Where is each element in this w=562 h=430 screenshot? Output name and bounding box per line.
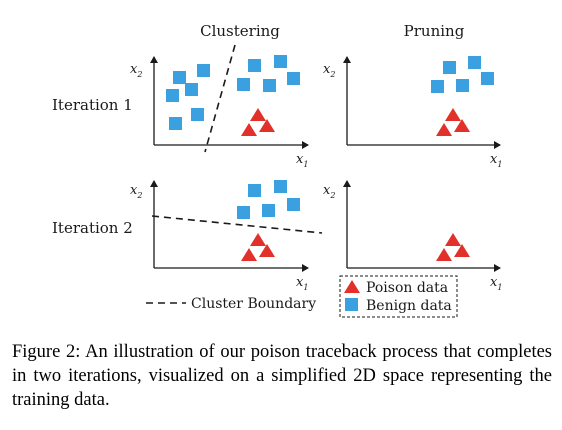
poison-point	[445, 108, 461, 121]
benign-point	[287, 72, 300, 85]
benign-point	[468, 56, 481, 69]
benign-point	[443, 61, 456, 74]
poison-cluster	[436, 108, 470, 136]
poison-point	[241, 248, 257, 261]
panel-iteration2-pruning: x2 x1	[323, 180, 502, 292]
benign-point	[481, 72, 494, 85]
benign-cluster	[431, 56, 494, 93]
poison-point	[259, 244, 275, 257]
benign-point	[191, 108, 204, 121]
legend-benign-label: Benign data	[366, 298, 452, 314]
poison-cluster	[436, 233, 470, 261]
benign-point	[262, 204, 275, 217]
benign-point	[456, 79, 469, 92]
benign-point	[274, 180, 287, 193]
x-axis-label: x1	[490, 275, 502, 292]
poison-point	[436, 248, 452, 261]
y-axis-label: x2	[323, 183, 335, 200]
benign-point	[166, 89, 179, 102]
row-label-iteration-2: Iteration 2	[52, 219, 133, 237]
boundary-legend-label: Cluster Boundary	[191, 296, 316, 312]
benign-cluster	[237, 180, 300, 219]
x-axis-label: x1	[490, 152, 502, 169]
benign-point	[263, 79, 276, 92]
data-legend: Poison data Benign data	[339, 275, 458, 318]
column-title-clustering: Clustering	[200, 22, 280, 40]
poison-cluster	[241, 233, 275, 261]
boundary-legend: Cluster Boundary	[146, 296, 316, 312]
column-title-pruning: Pruning	[404, 22, 465, 40]
benign-point	[237, 206, 250, 219]
poison-point	[436, 123, 452, 136]
legend-poison-marker	[344, 280, 360, 293]
poison-point	[454, 119, 470, 132]
legend-benign-marker	[345, 298, 358, 311]
benign-point	[274, 55, 287, 68]
benign-point	[185, 83, 198, 96]
poison-point	[250, 233, 266, 246]
poison-cluster	[241, 108, 275, 136]
x-axis-label: x1	[296, 152, 308, 169]
cluster-boundary-line	[151, 215, 323, 234]
poison-point	[259, 119, 275, 132]
benign-point	[173, 71, 186, 84]
row-label-iteration-1: Iteration 1	[52, 96, 133, 114]
benign-point	[248, 184, 261, 197]
benign-cluster-left	[166, 64, 210, 130]
benign-point	[431, 80, 444, 93]
benign-point	[197, 64, 210, 77]
traceback-figure: Clustering Pruning Iteration 1 Iteration…	[52, 22, 502, 318]
figure-caption: Figure 2: An illustration of our poison …	[12, 342, 552, 410]
panel-iteration2-clustering: x2 x1	[130, 180, 323, 292]
benign-point	[237, 78, 250, 91]
y-axis-label: x2	[130, 62, 142, 79]
poison-point	[250, 108, 266, 121]
y-axis-label: x2	[323, 62, 335, 79]
panel-iteration1-clustering: x2 x1	[130, 44, 309, 169]
poison-point	[241, 123, 257, 136]
panel-iteration1-pruning: x2 x1	[323, 56, 502, 169]
poison-point	[454, 244, 470, 257]
benign-point	[287, 198, 300, 211]
cluster-boundary-line	[204, 44, 236, 153]
poison-point	[445, 233, 461, 246]
x-axis-label: x1	[296, 275, 308, 292]
y-axis-label: x2	[130, 183, 142, 200]
legend-box	[339, 275, 458, 318]
benign-point	[169, 117, 182, 130]
legend-poison-label: Poison data	[366, 280, 448, 296]
benign-point	[248, 59, 261, 72]
benign-cluster-right	[237, 55, 300, 92]
